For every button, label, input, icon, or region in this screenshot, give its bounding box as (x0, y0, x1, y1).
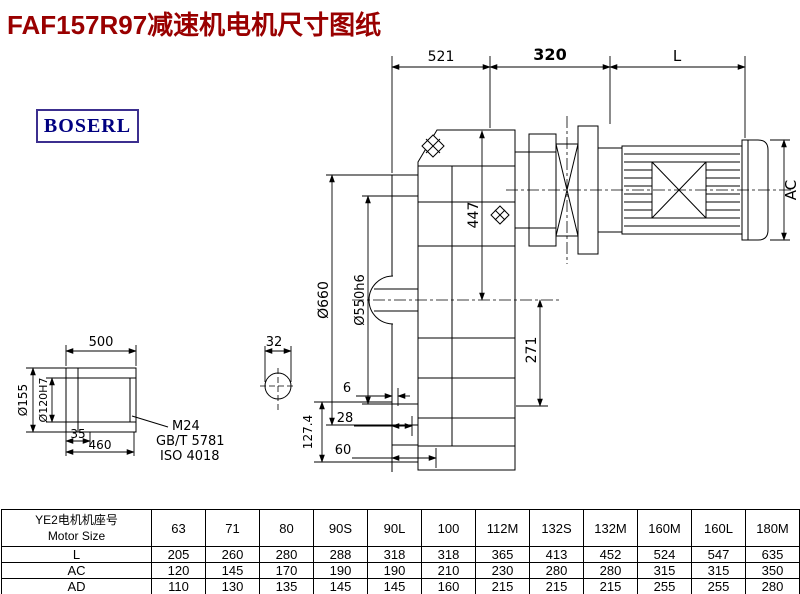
table-row-L: L 205 260 280 288 318 318 365 413 452 52… (1, 546, 800, 563)
value-cell: 318 (367, 546, 422, 563)
dim-320: 320 (533, 45, 566, 64)
value-cell: 547 (691, 546, 746, 563)
size-col-header: 100 (421, 509, 476, 547)
dimension-labels: 521 320 L AC 447 271 Ø660 Ø550h6 127.4 6… (16, 45, 800, 464)
value-cell: 205 (151, 546, 206, 563)
size-col-header: 112M (475, 509, 530, 547)
dim-447: 447 (466, 202, 482, 229)
dim-500: 500 (89, 335, 114, 350)
dim-6: 6 (343, 381, 351, 396)
value-cell: 255 (637, 578, 692, 594)
label-m24: M24 (172, 419, 200, 434)
table-row-AD: AD 110 130 135 145 145 160 215 215 215 2… (1, 578, 800, 594)
size-col-header: 132M (583, 509, 638, 547)
dim-120H7: Ø120H7 (37, 378, 50, 423)
dim-127-4: 127.4 (301, 415, 315, 449)
dim-660: Ø660 (316, 281, 332, 319)
size-col-header: 160L (691, 509, 746, 547)
dim-155: Ø155 (16, 384, 30, 416)
value-cell: 120 (151, 562, 206, 579)
motor-size-table: YE2电机机座号 Motor Size 63 71 80 90S 90L 100… (1, 509, 800, 594)
dim-AC: AC (782, 180, 800, 200)
dim-521: 521 (428, 49, 455, 65)
value-cell: 190 (313, 562, 368, 579)
value-cell: 215 (583, 578, 638, 594)
size-col-header: 132S (529, 509, 584, 547)
centerlines (260, 116, 794, 412)
page-title: FAF157R97减速机电机尺寸图纸 (7, 10, 382, 40)
value-cell: 170 (259, 562, 314, 579)
table-header-row: YE2电机机座号 Motor Size 63 71 80 90S 90L 100… (1, 509, 800, 547)
label-iso-4018: ISO 4018 (160, 449, 220, 464)
header-line-en: Motor Size (47, 529, 106, 543)
dim-550h6: Ø550h6 (353, 274, 368, 326)
value-cell: 260 (205, 546, 260, 563)
dim-28: 28 (337, 411, 354, 426)
gearbox-outline (368, 129, 516, 472)
value-cell: 130 (205, 578, 260, 594)
value-cell: 315 (637, 562, 692, 579)
value-cell: 635 (745, 546, 800, 563)
shaft-detail-view (65, 367, 169, 433)
value-cell: 452 (583, 546, 638, 563)
dim-L: L (673, 47, 682, 65)
value-cell: 524 (637, 546, 692, 563)
value-cell: 365 (475, 546, 530, 563)
value-cell: 190 (367, 562, 422, 579)
value-cell: 110 (151, 578, 206, 594)
size-col-header: 63 (151, 509, 206, 547)
value-cell: 315 (691, 562, 746, 579)
size-col-header: 90S (313, 509, 368, 547)
dim-60: 60 (335, 443, 352, 458)
header-line-cn: YE2电机机座号 (35, 512, 118, 527)
dim-460: 460 (89, 438, 112, 452)
size-col-header: 71 (205, 509, 260, 547)
value-cell: 215 (529, 578, 584, 594)
value-cell: 230 (475, 562, 530, 579)
value-cell: 318 (421, 546, 476, 563)
value-cell: 210 (421, 562, 476, 579)
row-label: L (1, 546, 152, 563)
boserl-logo: BOSERL (36, 109, 139, 143)
value-cell: 280 (529, 562, 584, 579)
value-cell: 280 (259, 546, 314, 563)
motor-size-header: YE2电机机座号 Motor Size (1, 509, 152, 547)
value-cell: 280 (583, 562, 638, 579)
row-label: AD (1, 578, 152, 594)
dimension-lines (26, 56, 790, 468)
size-col-header: 80 (259, 509, 314, 547)
value-cell: 350 (745, 562, 800, 579)
value-cell: 145 (313, 578, 368, 594)
label-gbt-5781: GB/T 5781 (156, 434, 225, 449)
value-cell: 413 (529, 546, 584, 563)
dim-35: 35 (70, 427, 85, 441)
size-col-header: 90L (367, 509, 422, 547)
dim-32: 32 (266, 335, 283, 350)
row-label: AC (1, 562, 152, 579)
value-cell: 255 (691, 578, 746, 594)
size-col-header: 180M (745, 509, 800, 547)
value-cell: 145 (205, 562, 260, 579)
value-cell: 280 (745, 578, 800, 594)
value-cell: 160 (421, 578, 476, 594)
size-col-header: 160M (637, 509, 692, 547)
value-cell: 135 (259, 578, 314, 594)
table-row-AC: AC 120 145 170 190 190 210 230 280 280 3… (1, 562, 800, 579)
value-cell: 288 (313, 546, 368, 563)
value-cell: 145 (367, 578, 422, 594)
value-cell: 215 (475, 578, 530, 594)
dim-271: 271 (524, 337, 540, 364)
